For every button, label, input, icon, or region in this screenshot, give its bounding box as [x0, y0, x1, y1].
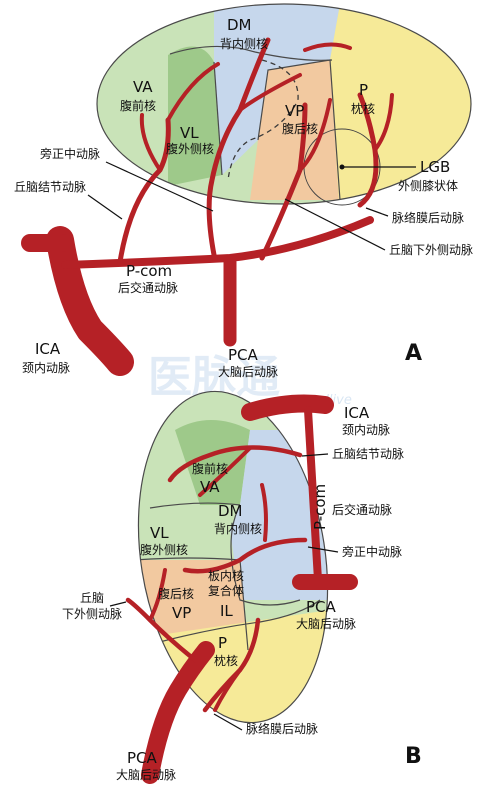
pca-bottom-abbr-b: PCA	[127, 749, 158, 767]
pca-abbr-a: PCA	[228, 346, 259, 364]
post-choroidal-pointer-b	[213, 713, 243, 731]
lgb-name: 外侧膝状体	[398, 179, 458, 193]
inferolateral-label-a: 丘脑下外侧动脉	[389, 242, 473, 257]
p-name-b: 枕核	[214, 653, 238, 668]
ica-abbr-b: ICA	[344, 404, 370, 422]
vl-abbr-a: VL	[180, 124, 199, 142]
thalamus-outline-b	[137, 390, 329, 724]
paramedian-b	[182, 537, 308, 574]
figure-a: DM 背内侧核 VA 腹前核 VL 腹外侧核 VP 腹后核 P 枕核 LGB 外…	[14, 3, 473, 379]
va-branch-1	[139, 113, 162, 172]
pcom-b	[304, 406, 322, 584]
arteries-b	[125, 394, 358, 784]
dm-branch-a	[303, 42, 352, 52]
dm-name-b: 背内侧核	[214, 522, 262, 536]
post-choroidal-label-b: 脉络膜后动脉	[246, 721, 318, 736]
p-abbr-a: P	[359, 81, 368, 99]
dashed-boundary-a2	[227, 103, 297, 181]
pca-right-abbr-b: PCA	[306, 598, 337, 616]
paramedian-branch-a	[238, 73, 302, 112]
pcom-a	[61, 216, 374, 269]
vp-name-a: 腹后核	[282, 122, 318, 136]
vp-region-a	[250, 60, 340, 200]
pcom-name-b: 后交通动脉	[332, 502, 392, 517]
vp-abbr-b: VP	[172, 604, 191, 622]
thalamotuberal-branch-b	[198, 446, 252, 497]
paramedian-pointer-a	[105, 161, 214, 212]
thalamotuberal-b	[167, 445, 303, 483]
va-region-b	[175, 420, 250, 505]
thalamotuberal-label-b: 丘脑结节动脉	[332, 446, 404, 461]
va-name-a: 腹前核	[120, 98, 156, 113]
post-choroidal-label-a: 脉络膜后动脉	[392, 210, 464, 225]
panel-label-b: B	[405, 744, 422, 769]
thalamotuberal-a	[117, 117, 171, 265]
post-choroidal-pointer-a	[365, 207, 389, 217]
paramedian-label-a: 旁正中动脉	[40, 146, 100, 161]
ica-a	[46, 226, 134, 376]
thalamotuberal-label-a: 丘脑结节动脉	[14, 179, 86, 194]
vl-name-b: 腹外侧核	[140, 543, 188, 557]
inferolateral-pointer-b	[109, 601, 127, 607]
vp-name-b: 腹后核	[158, 587, 194, 601]
inferolateral-label2-b: 下外侧动脉	[62, 606, 122, 621]
pcom-name-a: 后交通动脉	[118, 280, 178, 295]
vp-abbr-a: VP	[285, 102, 304, 120]
panel-label-a: A	[405, 341, 422, 366]
pca-bottom-name-b: 大脑后动脉	[116, 767, 176, 782]
va-abbr-b: VA	[200, 478, 220, 496]
lgb-abbr: LGB	[420, 158, 450, 176]
il-name2-b: 复合体	[208, 583, 244, 598]
ica-b	[241, 394, 334, 421]
dm-name-a: 背内侧核	[220, 37, 268, 51]
divider-a1	[169, 45, 333, 61]
paramedian-label-b: 旁正中动脉	[342, 544, 402, 559]
va-name-b: 腹前核	[192, 461, 228, 476]
inferolateral-branch-a	[298, 98, 332, 172]
divider-b3	[230, 504, 301, 606]
p-abbr-b: P	[218, 634, 227, 652]
va-branch-2	[166, 62, 220, 122]
pca-bottom-b	[141, 641, 215, 784]
dm-abbr-a: DM	[227, 16, 252, 34]
inferolateral-branch-b	[148, 568, 167, 622]
p-name-a: 枕核	[351, 101, 375, 116]
ica-name-b: 颈内动脉	[342, 422, 390, 437]
pca-right-name-b: 大脑后动脉	[296, 616, 356, 631]
ica-name-a: 颈内动脉	[22, 360, 70, 375]
il-abbr-b: IL	[220, 602, 233, 620]
figure-b: 腹前核 VA DM 背内侧核 VL 腹外侧核 板内核 复合体 IL 腹后核 VP…	[62, 380, 422, 784]
paramedian-pointer-b	[307, 546, 339, 553]
il-name1-b: 板内核	[208, 569, 244, 583]
vl-name-a: 腹外侧核	[166, 142, 214, 156]
pca-name-a: 大脑后动脉	[218, 364, 278, 379]
dm-abbr-b: DM	[218, 502, 243, 520]
va-region-a	[168, 46, 222, 186]
lgb-dot	[339, 164, 345, 170]
thalamotuberal-pointer-a	[87, 194, 123, 220]
inferolateral-label1-b: 丘脑	[80, 591, 104, 605]
pcom-abbr-a: P-com	[126, 262, 172, 280]
vl-abbr-b: VL	[150, 524, 169, 542]
divider-b4	[129, 599, 321, 651]
va-abbr-a: VA	[133, 78, 153, 96]
post-choroidal-branch-a	[373, 93, 394, 152]
inferolateral-pointer-a	[284, 198, 386, 251]
paramedian-a	[206, 37, 271, 263]
paramedian-branch-b	[260, 483, 268, 542]
post-choroidal-branch-b	[213, 668, 242, 712]
pcom-abbr-b: P-com	[311, 484, 329, 530]
arteries-a	[21, 37, 394, 376]
thalamotuberal-pointer-b	[301, 453, 329, 457]
ica-abbr-a: ICA	[35, 340, 61, 358]
divider-b1	[149, 502, 241, 509]
